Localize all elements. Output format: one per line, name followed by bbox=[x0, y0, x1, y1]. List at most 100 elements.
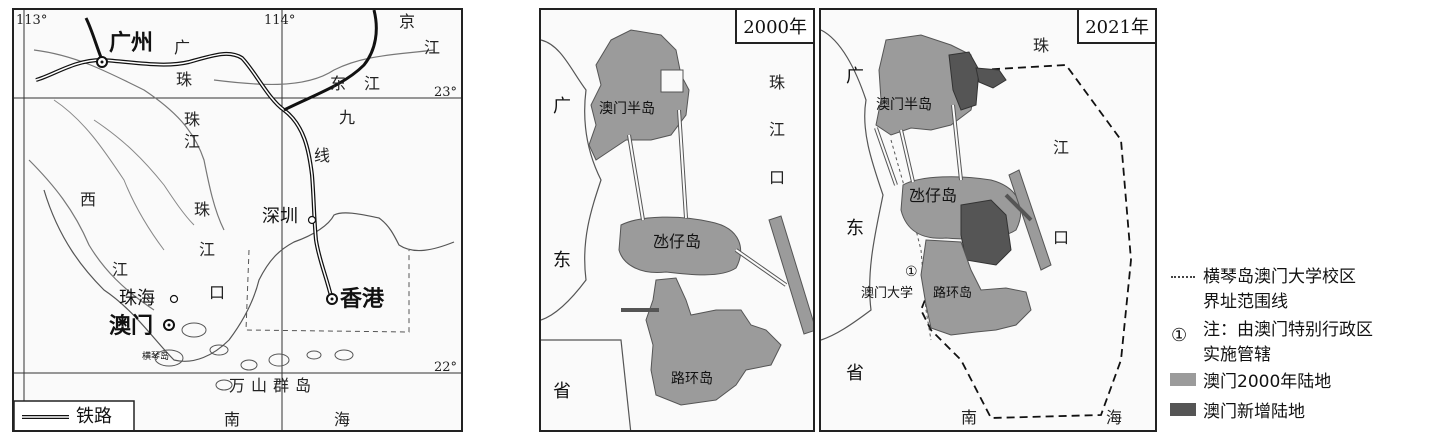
island bbox=[154, 349, 184, 367]
legend-land-new: 澳门新增陆地 bbox=[1203, 402, 1305, 422]
province-char: 东 bbox=[553, 250, 571, 271]
island bbox=[334, 349, 354, 361]
delta-map-drawing bbox=[14, 10, 461, 430]
lat-22-label: 22° bbox=[434, 360, 458, 375]
islands-label: 万山群岛 bbox=[229, 376, 318, 395]
river-char: 江 bbox=[112, 260, 129, 279]
island bbox=[181, 322, 207, 338]
marker-1: ① bbox=[905, 264, 918, 280]
mainland-coast bbox=[821, 29, 884, 341]
taipa-2000 bbox=[618, 216, 742, 276]
railway-line-inner bbox=[35, 53, 333, 301]
bridge-inner bbox=[628, 134, 644, 221]
river-char: 西 bbox=[80, 190, 97, 209]
coloane-label: 路环岛 bbox=[671, 371, 713, 387]
lon-114-label: 114° bbox=[264, 13, 296, 28]
sea-char: 南 bbox=[961, 408, 978, 427]
map-pearl-river-delta: 113° 114° 23° 22° 广州 深圳 香港 珠海 澳门 横琴岛 珠 江… bbox=[12, 8, 463, 432]
airport-runway bbox=[768, 215, 813, 335]
estuary-char: 江 bbox=[199, 240, 216, 259]
shenzhen-marker bbox=[307, 215, 317, 225]
shenzhen-label: 深圳 bbox=[262, 206, 298, 227]
lon-113-label: 113° bbox=[16, 13, 48, 28]
shore-dashed bbox=[245, 249, 410, 333]
legend-note-text: 注：由澳门特别行政区 bbox=[1203, 320, 1373, 340]
map-macau-2000: 2000年 澳门半岛 氹仔岛 路环岛 广 东 省 珠 江 口 bbox=[539, 8, 815, 432]
province-char: 省 bbox=[846, 363, 864, 384]
coloane-2000 bbox=[645, 277, 782, 406]
province-char: 广 bbox=[846, 66, 864, 87]
island bbox=[215, 379, 233, 391]
railway-north bbox=[84, 10, 378, 112]
macau-2021-drawing bbox=[821, 29, 1132, 419]
campus-boundary bbox=[920, 64, 1132, 419]
island bbox=[306, 350, 322, 360]
peninsula-label: 澳门半岛 bbox=[599, 101, 655, 117]
river-char: 东 bbox=[330, 74, 347, 93]
taipa-label: 氹仔岛 bbox=[653, 232, 702, 251]
macau-label: 澳门 bbox=[109, 313, 154, 339]
coloane-label: 路环岛 bbox=[933, 286, 973, 301]
river-west bbox=[28, 159, 155, 311]
new-land-north bbox=[975, 67, 1007, 89]
hongkong-marker-dot bbox=[330, 297, 334, 301]
rail-char: 京 bbox=[399, 12, 416, 31]
coloane-2021 bbox=[920, 239, 1032, 336]
estuary-char: 珠 bbox=[1033, 36, 1050, 55]
univ-label: 澳门大学 bbox=[861, 286, 914, 301]
year-stamp-2021: 2021年 bbox=[1077, 10, 1155, 44]
province-char: 东 bbox=[846, 218, 864, 239]
estuary-char: 口 bbox=[209, 283, 226, 302]
bridge-inner bbox=[900, 129, 914, 183]
bridge-inner bbox=[875, 127, 897, 186]
mainland-coast bbox=[541, 39, 632, 430]
bridge-inner bbox=[678, 109, 687, 219]
macau-2000-drawing bbox=[541, 29, 813, 430]
legend-swatch-new bbox=[1170, 403, 1196, 416]
peninsula-label: 澳门半岛 bbox=[876, 97, 932, 113]
island bbox=[209, 344, 229, 356]
estuary-char: 江 bbox=[769, 120, 786, 139]
outer-harbour bbox=[660, 69, 684, 93]
sea-char-south: 南 bbox=[224, 410, 241, 429]
island bbox=[268, 353, 290, 367]
estuary-char: 口 bbox=[769, 168, 786, 187]
lat-23-label: 23° bbox=[434, 85, 458, 100]
legend-campus-line-2: 界址范围线 bbox=[1203, 292, 1288, 312]
legend-swatch-2000 bbox=[1170, 373, 1196, 386]
airport-causeway bbox=[1004, 193, 1033, 222]
river-char: 江 bbox=[184, 132, 201, 151]
zhuhai-marker bbox=[169, 294, 179, 304]
rail-char: 广 bbox=[174, 38, 191, 57]
guangzhou-marker-dot bbox=[100, 60, 104, 64]
island bbox=[240, 359, 258, 371]
rail-char: 线 bbox=[314, 146, 331, 165]
river-char: 珠 bbox=[176, 70, 193, 89]
river-branch-2 bbox=[53, 99, 165, 251]
estuary-char: 口 bbox=[1053, 228, 1070, 247]
sea-char-sea: 海 bbox=[334, 410, 351, 429]
estuary-char: 珠 bbox=[194, 200, 211, 219]
coastline bbox=[43, 189, 455, 362]
cotai-new-land bbox=[960, 199, 1012, 266]
hengqin-label: 横琴岛 bbox=[142, 352, 170, 362]
province-char: 省 bbox=[553, 381, 571, 402]
river-char: 珠 bbox=[184, 110, 201, 129]
map-macau-2021: 2021年 澳门半岛 氹仔岛 澳门大学 路环岛 ① 广 东 省 珠 江 口 南 … bbox=[819, 8, 1157, 432]
river-char: 江 bbox=[424, 38, 441, 57]
peninsula-2000 bbox=[588, 29, 690, 161]
sea-char: 海 bbox=[1106, 408, 1123, 427]
year-stamp-2000: 2000年 bbox=[735, 10, 813, 44]
legend-note-marker: ① bbox=[1171, 325, 1188, 346]
river-char: 江 bbox=[364, 74, 381, 93]
legend-land-2000: 澳门2000年陆地 bbox=[1203, 372, 1332, 392]
macau-marker-dot bbox=[167, 323, 171, 327]
guangzhou-label: 广州 bbox=[109, 30, 154, 56]
legend-campus-line: 横琴岛澳门大学校区 bbox=[1203, 267, 1356, 287]
rail-char: 九 bbox=[339, 108, 356, 127]
rail-legend-label: 铁路 bbox=[76, 406, 112, 427]
river-east bbox=[213, 49, 435, 86]
zhuhai-label: 珠海 bbox=[119, 288, 155, 309]
peninsula-new-land bbox=[948, 51, 980, 111]
estuary-char: 珠 bbox=[769, 73, 786, 92]
